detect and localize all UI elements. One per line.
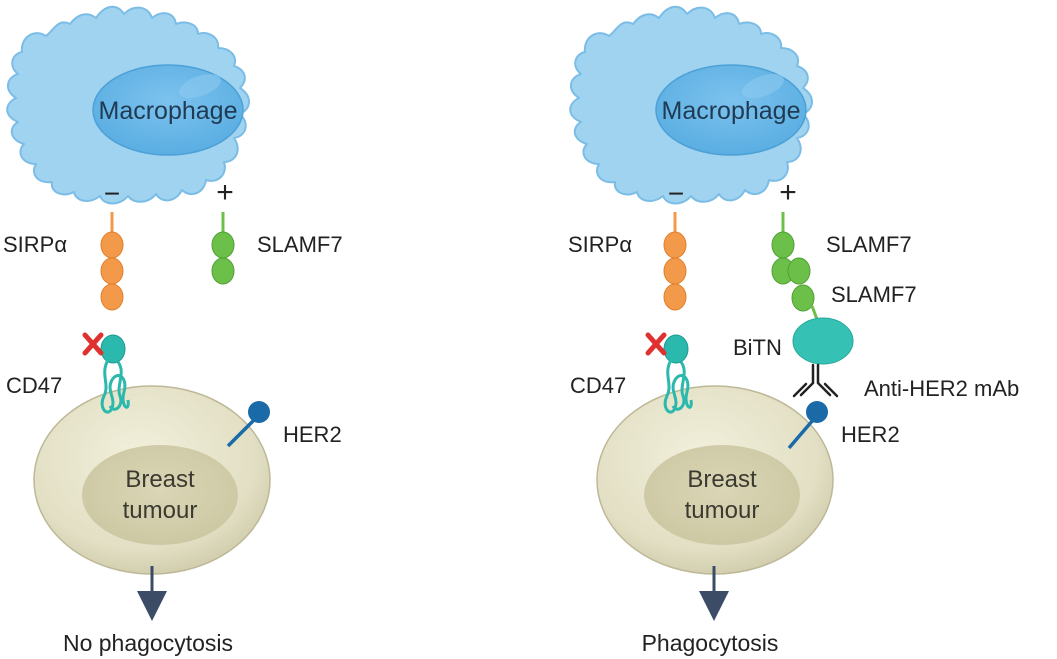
tumour-nucleus — [644, 445, 800, 545]
outcome-label: Phagocytosis — [642, 630, 779, 656]
panel-left: Macrophage − + SIRPα SLAMF7 Breast tumou… — [3, 5, 343, 656]
cd47-label: CD47 — [6, 373, 62, 398]
sirpa-label: SIRPα — [568, 232, 632, 257]
sirpa-label: SIRPα — [3, 232, 67, 257]
tumour-label-line1: Breast — [125, 466, 195, 493]
activating-sign: + — [216, 176, 234, 209]
tumour-label-line2: tumour — [685, 497, 760, 524]
antibody-label: Anti-HER2 mAb — [864, 376, 1019, 401]
tumour-nucleus — [82, 445, 238, 545]
macrophage-cell: Macrophage — [6, 5, 250, 205]
tumour-label-line2: tumour — [123, 497, 198, 524]
macrophage-label: Macrophage — [99, 97, 238, 125]
sirpa-receptor — [663, 212, 687, 311]
inhibitory-sign: − — [668, 178, 684, 209]
her2-receptor — [226, 401, 270, 448]
bitn-nanoparticle — [792, 317, 854, 365]
macrophage-cell: Macrophage — [569, 5, 813, 205]
slamf7-receptor — [771, 212, 795, 285]
blocked-x-icon — [645, 332, 667, 356]
her2-label: HER2 — [283, 422, 342, 447]
her2-receptor — [787, 401, 828, 450]
tumour-label-line1: Breast — [687, 466, 757, 493]
slamf7-domain — [787, 257, 820, 323]
cd47-protein — [100, 334, 130, 414]
bitn-label: BiTN — [733, 335, 782, 360]
slamf7-label: SLAMF7 — [826, 232, 912, 257]
tumour-cell: Breast tumour — [33, 385, 271, 575]
tumour-cell: Breast tumour — [596, 385, 834, 575]
panel-right: Macrophage − + SIRPα SLAMF7 SLAMF7 BiTN — [568, 5, 1019, 656]
anti-her2-antibody — [792, 363, 839, 398]
her2-label: HER2 — [841, 422, 900, 447]
inhibitory-sign: − — [104, 178, 120, 209]
slamf7-receptor — [211, 212, 235, 285]
slamf7-second-label: SLAMF7 — [831, 282, 917, 307]
cd47-protein — [663, 334, 693, 414]
blocked-x-icon — [82, 332, 104, 356]
outcome-label: No phagocytosis — [63, 630, 233, 656]
activating-sign: + — [779, 176, 797, 209]
cd47-label: CD47 — [570, 373, 626, 398]
macrophage-label: Macrophage — [662, 97, 801, 125]
sirpa-receptor — [100, 212, 124, 311]
slamf7-label: SLAMF7 — [257, 232, 343, 257]
